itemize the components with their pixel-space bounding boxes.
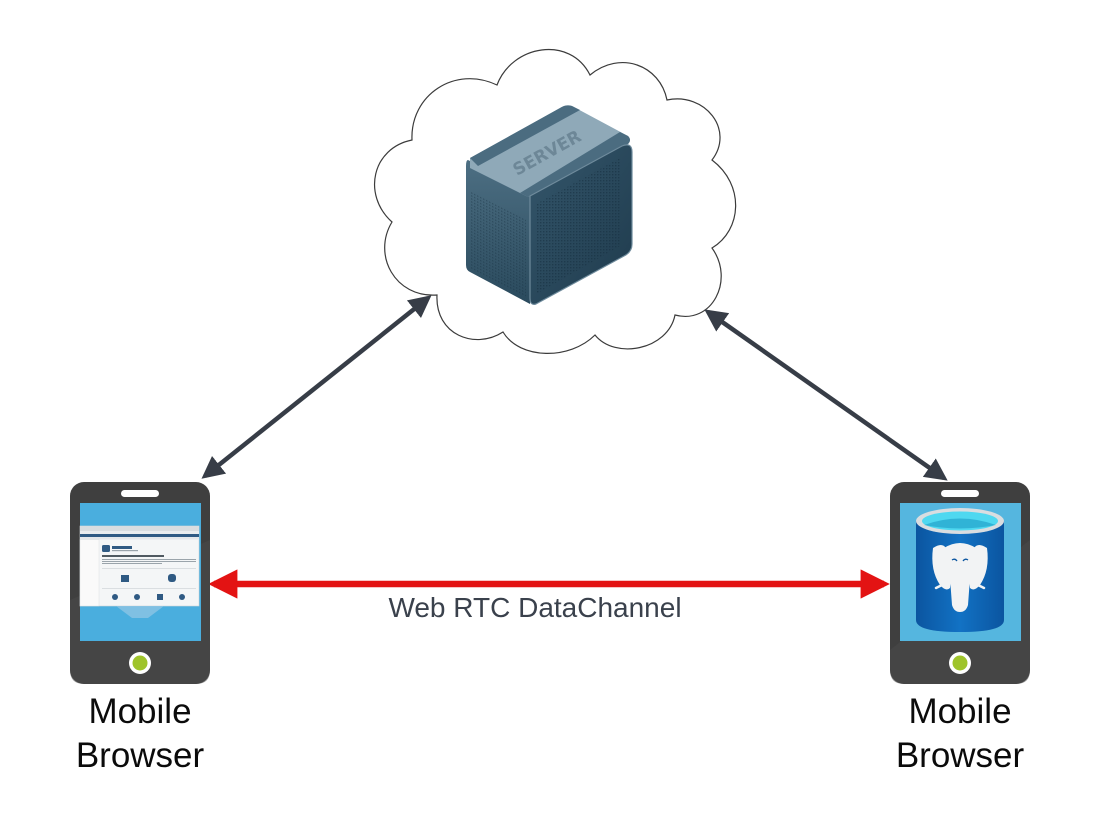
- mobile-phone-left: [70, 482, 210, 684]
- mobile-phone-right: [890, 482, 1030, 684]
- webrtc-datachannel-label: Web RTC DataChannel: [388, 592, 682, 623]
- label-line-1: Mobile: [88, 692, 192, 731]
- edge-left-to-server: [201, 295, 432, 479]
- mobile-browser-left-label: Mobile Browser: [40, 690, 240, 778]
- edge-right-to-server: [704, 309, 948, 481]
- label-line-2: Browser: [75, 736, 205, 775]
- server-icon: SERVER: [466, 105, 633, 305]
- speaker-slot: [941, 490, 979, 497]
- speaker-slot: [121, 490, 159, 497]
- label-line-1: Mobile: [908, 692, 1012, 731]
- postgresql-database-icon: [916, 508, 1004, 632]
- pgadmin-screenshot: [79, 525, 200, 607]
- mobile-browser-right-label: Mobile Browser: [860, 690, 1060, 778]
- label-line-2: Browser: [895, 736, 1025, 775]
